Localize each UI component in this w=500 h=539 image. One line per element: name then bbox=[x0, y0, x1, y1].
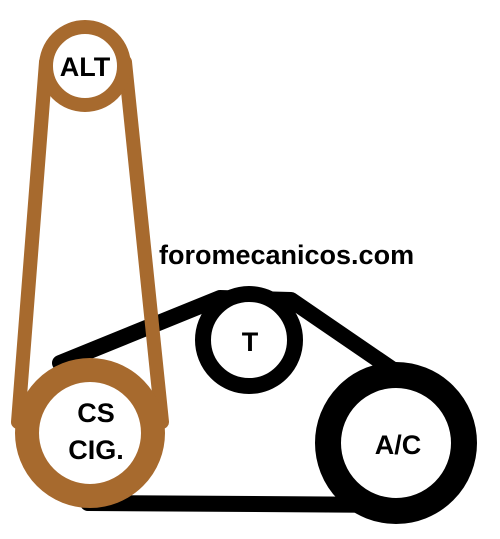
tensioner-label: T bbox=[242, 327, 259, 357]
tensioner-pulley bbox=[195, 286, 303, 394]
ac-compressor-label: A/C bbox=[375, 430, 422, 460]
alternator-belt bbox=[11, 55, 169, 429]
crankshaft-pulley bbox=[15, 358, 165, 508]
crankshaft-label-line1: CS bbox=[77, 398, 115, 428]
alternator-pulley bbox=[39, 20, 131, 112]
watermark-text: foromecanicos.com bbox=[159, 240, 414, 270]
crankshaft-label-line2: CIG. bbox=[68, 435, 124, 465]
ac-compressor-pulley bbox=[315, 362, 477, 524]
alternator-label: ALT bbox=[60, 52, 111, 82]
